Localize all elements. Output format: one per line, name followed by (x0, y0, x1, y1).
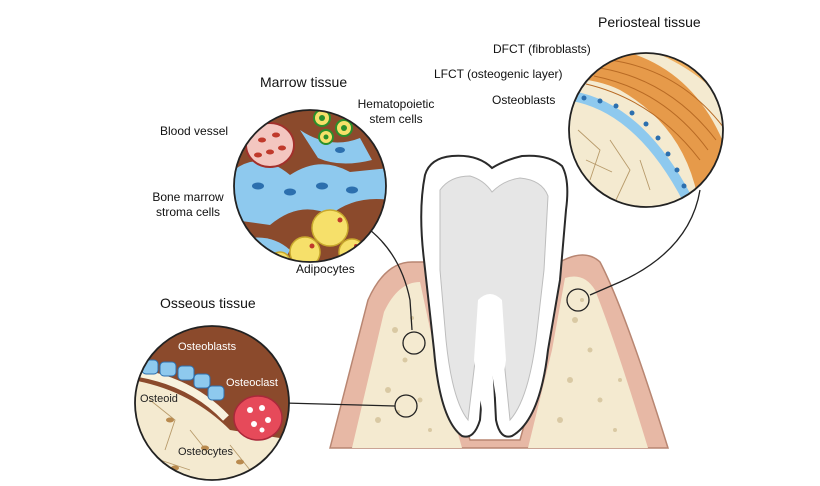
marrow-tissue-circle (234, 110, 386, 262)
blood-vessel-label: Blood vessel (160, 124, 229, 138)
osseous-tissue-title: Osseous tissue (160, 295, 256, 311)
osteoclast-label: Osteoclast (226, 377, 278, 389)
hsc-label-line2: stem cells (369, 112, 423, 126)
stroma-label-line1: Bone marrow (152, 190, 224, 204)
periosteal-tissue-circle (569, 53, 723, 207)
osseous-tissue-circle (135, 326, 289, 480)
osteocytes-label: Osteocytes (178, 446, 234, 458)
lfct-label: LFCT (osteogenic layer) (434, 67, 563, 81)
dfct-label: DFCT (fibroblasts) (493, 42, 591, 56)
stroma-label: Bone marrow stroma cells (142, 190, 234, 220)
osteoid-label: Osteoid (140, 393, 178, 405)
adipocytes-label: Adipocytes (296, 262, 355, 276)
hsc-label: Hematopoietic stem cells (346, 97, 446, 127)
periosteal-osteoblasts-label: Osteoblasts (492, 93, 556, 107)
hsc-label-line1: Hematopoietic (357, 97, 435, 111)
periosteal-tissue-title: Periosteal tissue (598, 14, 701, 30)
osseous-osteoblasts-label: Osteoblasts (178, 341, 237, 353)
marrow-tissue-title: Marrow tissue (260, 74, 348, 90)
stroma-label-line2: stroma cells (155, 205, 220, 219)
